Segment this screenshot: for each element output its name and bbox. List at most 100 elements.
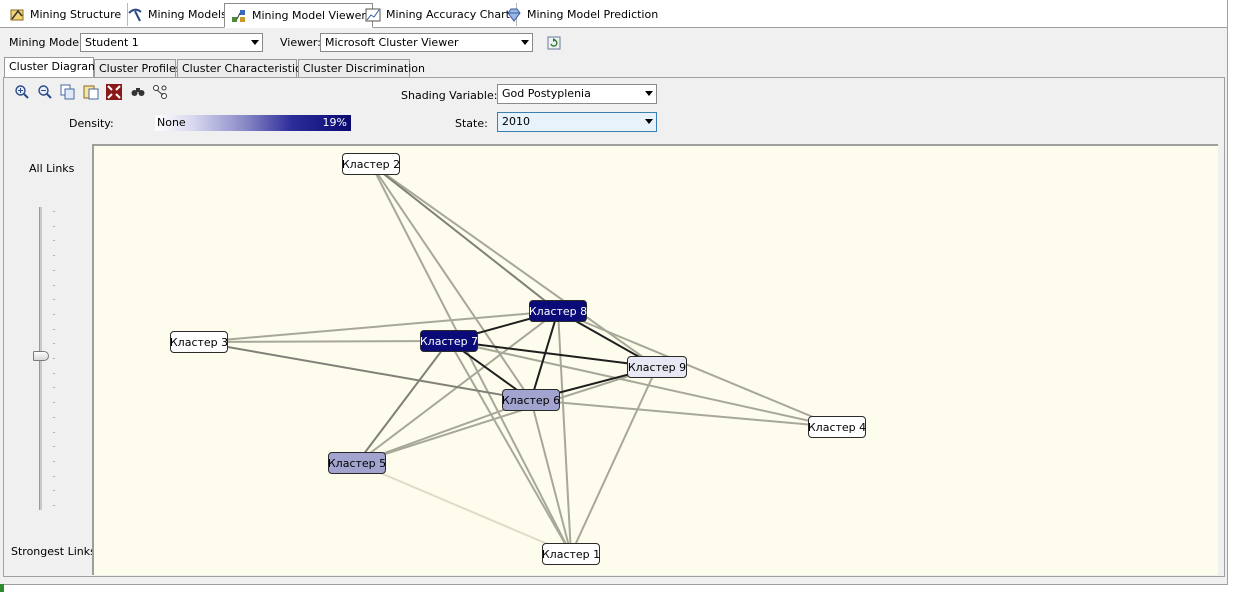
tab-cluster-discrimination[interactable]: Cluster Discrimination [298,59,425,77]
cluster-node-label: Кластер 3 [169,335,229,349]
cluster-link-k2-k6 [370,163,532,401]
cluster-link-k9-k5 [356,366,658,464]
cluster-node-4[interactable]: Кластер 4 [808,416,866,438]
viewer-value: Microsoft Cluster Viewer [325,36,459,49]
tab-cluster-diagram[interactable]: Cluster Diagram [4,57,99,78]
slider-tick [53,358,55,359]
slider-tick [53,372,55,374]
node-layout-icon[interactable] [152,84,168,100]
tab-mining-model-viewer[interactable]: Mining Model Viewer [224,3,373,28]
copy-icon[interactable] [60,84,76,100]
fit-to-window-icon[interactable] [106,84,122,100]
cluster-diagram-canvas[interactable]: Кластер 2 Кластер 8 Кластер 7 Кластер 3 … [92,144,1218,575]
tab-cluster-characteristics[interactable]: Cluster Characteristics [177,59,307,77]
slider-tick [53,343,55,345]
cluster-link-k6-k5 [356,399,532,464]
designer-tab-strip: Mining Structure Mining Models Mining Mo… [0,0,1227,28]
tab-label: Cluster Profiles [99,62,182,75]
status-corner [0,584,4,592]
cluster-link-k3-k8 [198,310,559,343]
viewer-select[interactable]: Microsoft Cluster Viewer [320,33,533,52]
zoom-out-icon[interactable] [37,84,53,100]
tab-label: Cluster Discrimination [303,62,425,75]
tab-label: Mining Model Viewer [252,9,366,22]
cluster-links [198,163,838,555]
refresh-icon[interactable] [547,36,561,50]
slider-tick [53,402,55,404]
cluster-node-label: Кластер 1 [541,547,601,561]
density-label: Density: [69,117,114,130]
link-slider-thumb[interactable] [33,351,49,362]
mining-model-select[interactable]: Student 1 [80,33,263,52]
slider-tick [53,328,55,330]
cluster-link-k7-k5 [356,340,450,464]
cluster-node-2[interactable]: Кластер 2 [342,153,400,175]
slider-tick [53,299,55,301]
slider-tick [53,387,55,389]
shading-variable-label: Shading Variable: [401,89,498,102]
tab-mining-model-prediction[interactable]: Mining Model Prediction [500,3,664,26]
mining-structure-icon [9,7,25,23]
cluster-node-6[interactable]: Кластер 6 [502,389,560,411]
tab-cluster-profiles[interactable]: Cluster Profiles [94,59,181,77]
cluster-node-8[interactable]: Кластер 8 [529,300,587,322]
density-max-label: 19% [322,116,347,129]
cluster-node-label: Кластер 6 [501,393,561,407]
state-select[interactable]: 2010 [497,112,657,132]
shading-variable-select[interactable]: God Postyplenia [497,84,657,104]
cluster-node-label: Кластер 2 [341,157,401,171]
chevron-down-icon [251,40,259,45]
tab-label: Mining Models [148,8,227,21]
cluster-link-k8-k4 [557,310,838,428]
cluster-node-label: Кластер 5 [327,456,387,470]
cluster-link-k7-k9 [448,340,658,368]
slider-tick [53,475,55,477]
cluster-node-5[interactable]: Кластер 5 [328,452,386,474]
viewer-label: Viewer: [280,36,321,49]
cluster-link-k5-k1 [356,462,572,555]
accuracy-chart-icon [365,7,381,23]
slider-tick [53,269,55,271]
state-label: State: [455,117,488,130]
tab-mining-models[interactable]: Mining Models [121,3,234,26]
chevron-down-icon [645,91,653,96]
slider-tick [53,284,55,286]
shading-variable-value: God Postyplenia [502,87,591,100]
cluster-node-7[interactable]: Кластер 7 [420,330,478,352]
find-node-icon[interactable] [130,84,146,100]
cluster-link-k7-k4 [448,340,838,428]
tab-mining-accuracy-chart[interactable]: Mining Accuracy Chart [359,3,517,26]
slider-tick [53,431,55,433]
slider-tick [53,313,55,315]
cluster-link-k6-k1 [530,399,572,555]
density-min-label: None [157,116,186,129]
slider-tick [53,211,55,212]
diamond-icon [506,7,522,23]
copy-graph-icon[interactable] [83,84,99,100]
mining-model-label: Mining Model: [9,36,86,49]
cluster-link-k2-k1 [370,163,572,555]
all-links-label: All Links [29,162,75,175]
tab-mining-structure[interactable]: Mining Structure [3,3,129,26]
cluster-node-label: Кластер 7 [419,334,479,348]
zoom-in-icon[interactable] [14,84,30,100]
tab-label: Cluster Characteristics [182,62,307,75]
mining-model-value: Student 1 [85,36,139,49]
cluster-node-9[interactable]: Кластер 9 [627,356,687,378]
cluster-link-k7-k1 [448,340,572,555]
cluster-link-k2-k9 [370,163,658,368]
cluster-node-label: Кластер 4 [807,420,867,434]
tab-label: Mining Accuracy Chart [386,8,510,21]
cluster-node-label: Кластер 9 [627,360,687,374]
tab-label: Mining Structure [30,8,122,21]
slider-tick [53,446,55,448]
pickaxe-icon [127,7,143,23]
slider-tick [53,240,55,242]
slider-tick [53,416,55,418]
slider-tick [53,490,55,492]
cluster-node-3[interactable]: Кластер 3 [170,331,228,353]
cluster-node-1[interactable]: Кластер 1 [542,543,600,565]
cluster-link-k8-k6 [530,310,559,401]
tab-label: Cluster Diagram [9,60,99,73]
chevron-down-icon [645,119,653,124]
